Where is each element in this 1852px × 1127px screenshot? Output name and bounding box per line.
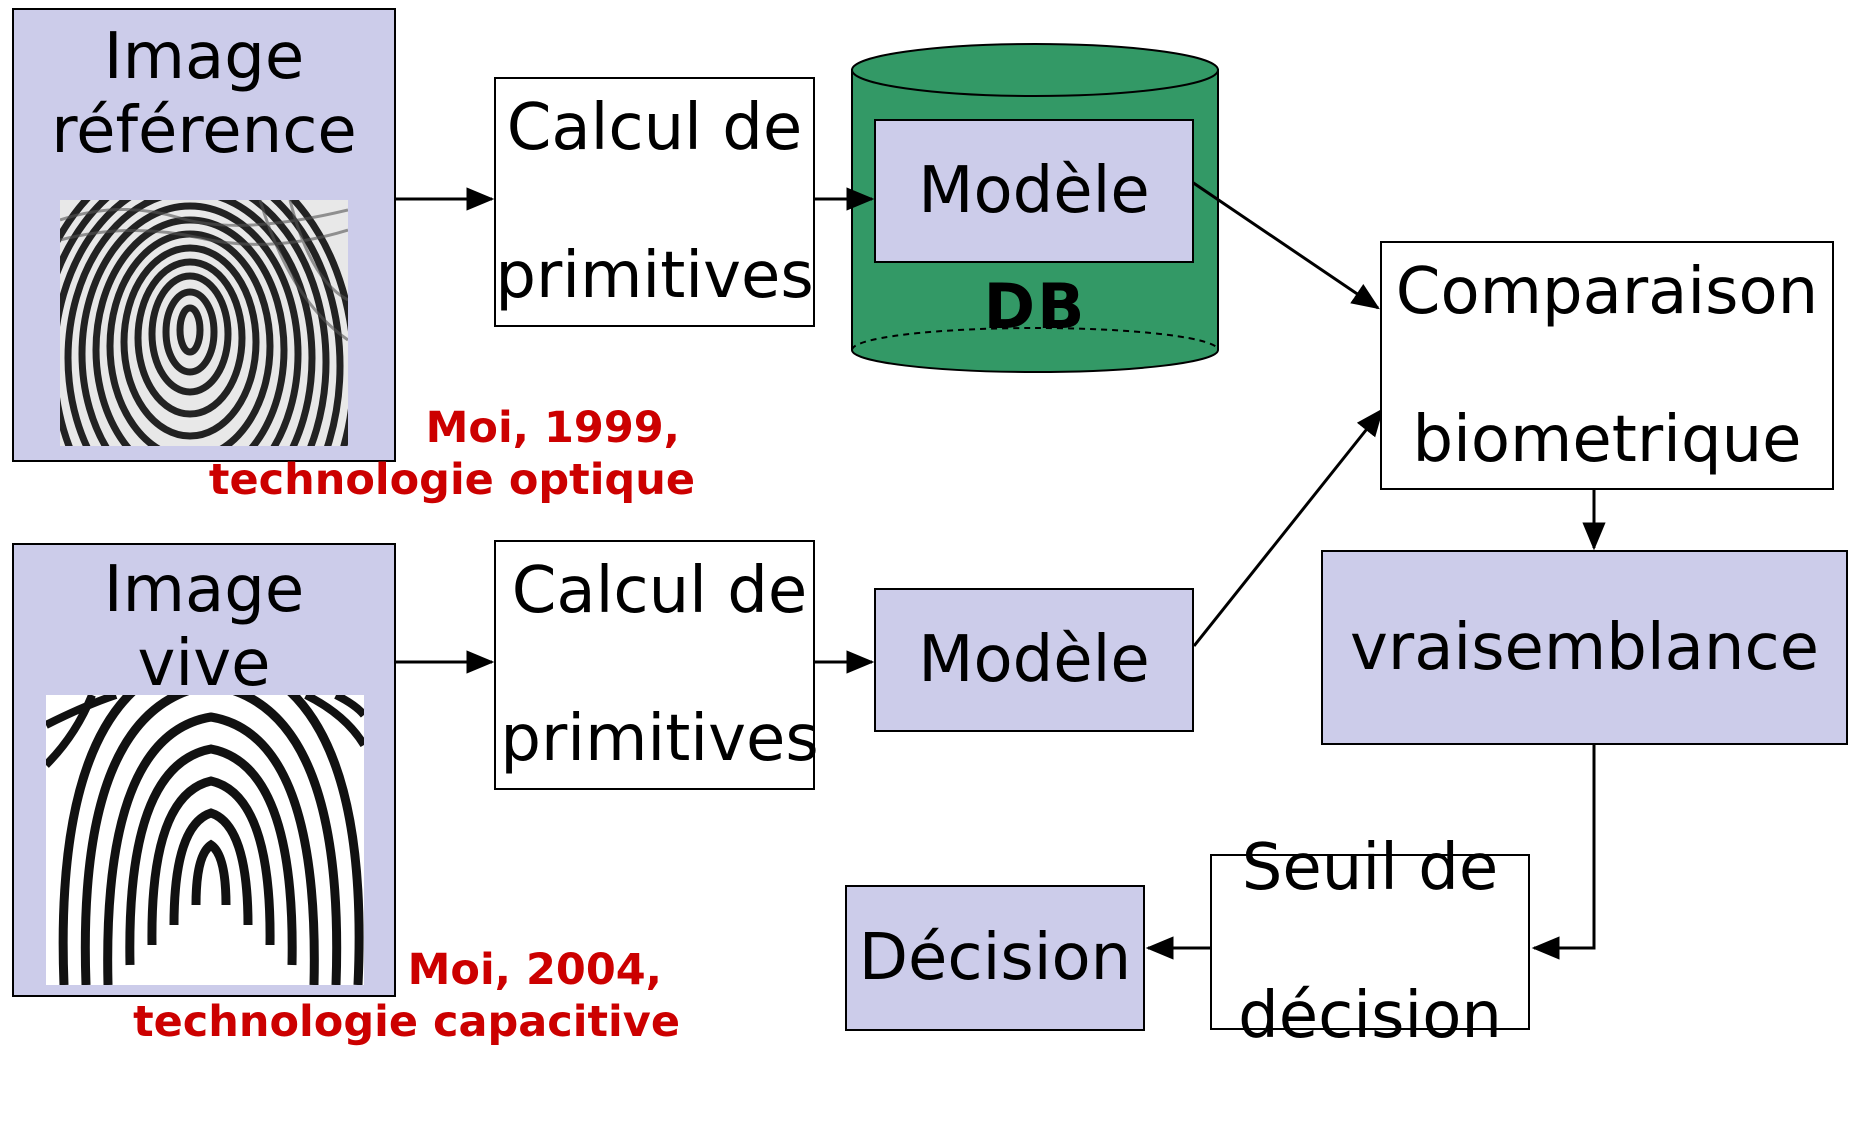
image-reference-title: Image référence xyxy=(14,20,394,168)
image-live-title: Image vive xyxy=(14,553,394,701)
image-reference-title-line2: référence xyxy=(51,94,357,168)
live-caption-line1: Moi, 2004, xyxy=(407,945,662,995)
likelihood-label: vraisemblance xyxy=(1350,610,1819,685)
feature-extraction-bottom-line1: Calcul de xyxy=(511,554,808,628)
live-model-label: Modèle xyxy=(918,623,1150,697)
feature-extraction-top-box: Calcul de primitives xyxy=(494,77,815,327)
database-label: DB xyxy=(983,270,1087,343)
image-reference-title-line1: Image xyxy=(103,20,305,94)
biometric-comparison-line2: biometrique xyxy=(1412,402,1802,477)
reference-caption-line2: technologie optique xyxy=(208,455,695,505)
biometric-verification-diagram: Image référence xyxy=(12,8,1848,1053)
biometric-comparison-line1: Comparaison xyxy=(1395,254,1819,329)
biometric-comparison-label: Comparaison biometrique xyxy=(1396,181,1818,551)
image-live-title-line2: vive xyxy=(137,627,271,701)
live-model-box: Modèle xyxy=(874,588,1194,732)
decision-label: Décision xyxy=(858,921,1132,995)
feature-extraction-top-line1: Calcul de xyxy=(506,91,803,165)
stored-model-label: Modèle xyxy=(918,154,1150,228)
decision-box: Décision xyxy=(845,885,1145,1031)
feature-extraction-bottom-line2: primitives xyxy=(500,702,819,776)
reference-caption: Moi, 1999, technologie optique xyxy=(150,402,695,506)
arrow-model-live-to-comparison xyxy=(1192,408,1384,647)
arrow-likelihood-to-threshold xyxy=(1531,744,1596,960)
stored-model-box: Modèle xyxy=(874,119,1194,263)
reference-caption-line1: Moi, 1999, xyxy=(425,403,680,453)
fingerprint-capacitive-icon xyxy=(43,650,368,986)
arrow-model-db-to-comparison xyxy=(1191,180,1380,310)
live-caption-line2: technologie capacitive xyxy=(133,997,680,1047)
image-reference-box: Image référence xyxy=(12,8,396,594)
feature-extraction-top-line2: primitives xyxy=(495,239,814,313)
feature-extraction-bottom-label: Calcul de primitives xyxy=(490,480,818,850)
live-caption: Moi, 2004, technologie capacitive xyxy=(80,944,680,1048)
image-live-title-line1: Image xyxy=(103,553,305,627)
image-live-box: Image vive xyxy=(12,543,396,997)
fingerprint-capacitive-image xyxy=(43,650,368,986)
feature-extraction-top-label: Calcul de primitives xyxy=(495,17,813,387)
decision-threshold-line1: Seuil de xyxy=(1241,831,1499,905)
decision-threshold-line2: décision xyxy=(1238,979,1502,1053)
likelihood-box: vraisemblance xyxy=(1321,550,1848,745)
decision-threshold-label: Seuil de décision xyxy=(1238,757,1502,1127)
biometric-comparison-box: Comparaison biometrique xyxy=(1380,241,1834,490)
feature-extraction-bottom-box: Calcul de primitives xyxy=(494,540,819,790)
decision-threshold-box: Seuil de décision xyxy=(1210,831,1530,1053)
fingerprint-optical-image xyxy=(22,146,358,594)
